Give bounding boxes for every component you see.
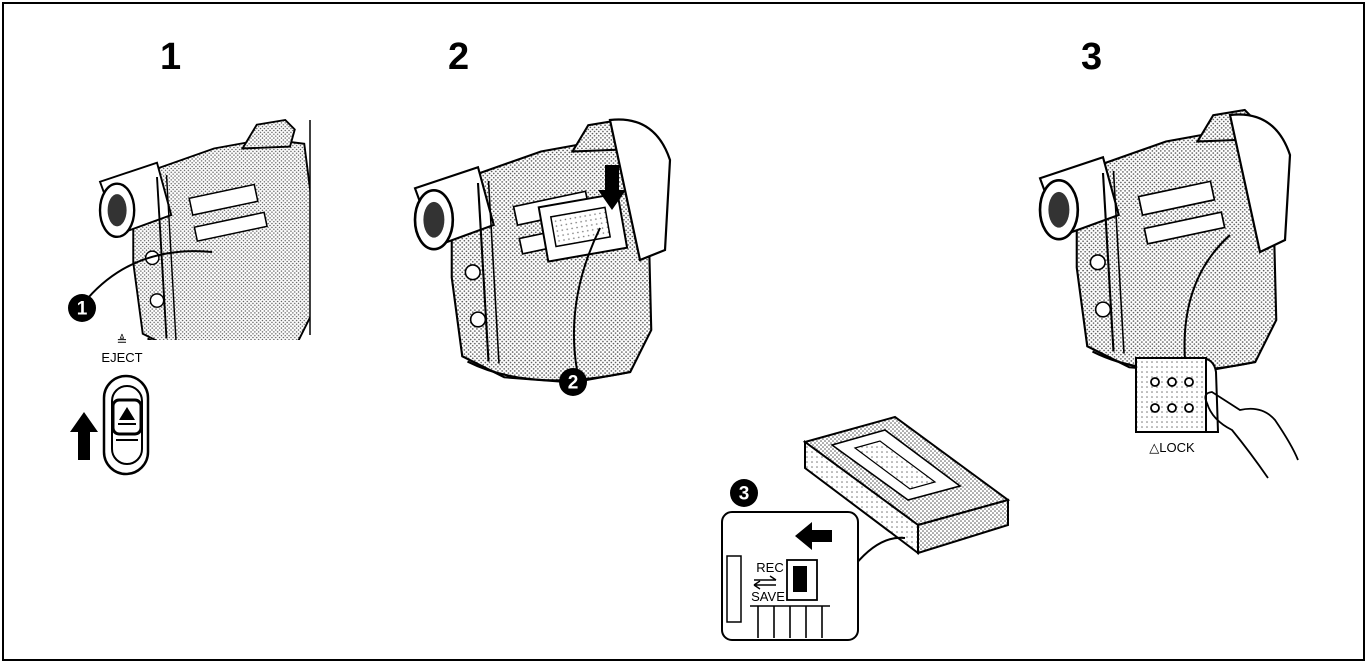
cassette-holder-icon — [537, 192, 629, 263]
callout-1: 1 — [68, 294, 96, 322]
lock-label: △LOCK — [1149, 440, 1195, 455]
eject-label: EJECT — [101, 350, 142, 365]
save-label: SAVE — [751, 589, 785, 604]
camcorder-icon — [413, 118, 672, 384]
rec-label: REC — [756, 560, 783, 575]
svg-text:2: 2 — [568, 373, 579, 394]
step-number-2: 2 — [448, 36, 470, 78]
up-arrow-icon — [70, 412, 98, 460]
svg-text:3: 3 — [739, 484, 750, 505]
eject-lever-icon — [102, 374, 150, 476]
cassette-icon — [802, 415, 1011, 556]
callout-2: 2 — [559, 368, 587, 396]
finger-icon — [1204, 391, 1299, 479]
camcorder-icon — [98, 118, 310, 340]
camcorder-icon — [1038, 108, 1292, 374]
callout-3: 3 — [730, 479, 758, 507]
down-arrow-icon — [598, 165, 626, 210]
svg-text:1: 1 — [77, 299, 88, 320]
rec-save-switch-icon — [721, 511, 859, 641]
step-number-1: 1 — [160, 36, 182, 78]
lock-button-panel-icon — [1135, 357, 1220, 433]
eject-symbol: ≜ — [117, 333, 128, 348]
left-arrow-icon — [795, 522, 832, 550]
step-number-3: 3 — [1081, 36, 1103, 78]
